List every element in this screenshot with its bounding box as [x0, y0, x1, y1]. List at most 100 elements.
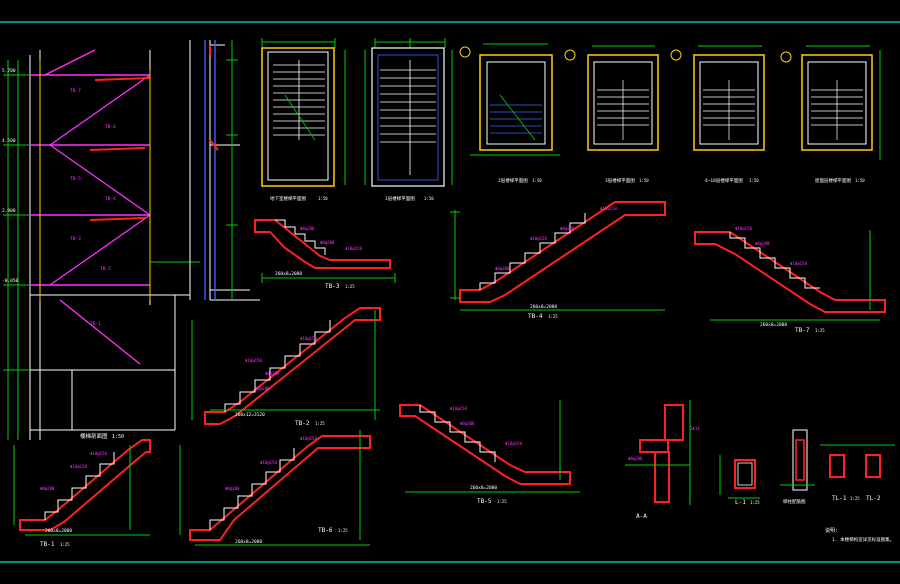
tz-label: 梯柱配筋图: [783, 498, 806, 505]
svg-text:Φ10@150: Φ10@150: [600, 206, 617, 211]
stair-plan-4: 3层楼梯平面图 1:50: [564, 45, 659, 184]
tb6-scale: 1:25: [338, 528, 348, 533]
stair-plan-5: 4~18层楼梯平面图 1:50: [670, 45, 765, 184]
svg-text:TB-5: TB-5: [70, 176, 81, 182]
svg-text:Φ8@200: Φ8@200: [265, 371, 280, 376]
svg-text:Φ8@200: Φ8@200: [628, 456, 643, 461]
svg-text:Φ8@200: Φ8@200: [300, 226, 315, 231]
svg-text:TB-1: TB-1: [90, 321, 101, 327]
svg-text:Φ8@200: Φ8@200: [755, 241, 770, 246]
detail-aa: Φ8@200 2Φ14 A-A: [625, 400, 700, 520]
tb3-dim: 260x8=2080: [275, 271, 302, 277]
l1-scale: 1:25: [750, 500, 760, 505]
svg-text:Φ8@200: Φ8@200: [225, 486, 240, 491]
plan5-scale: 1:50: [749, 178, 759, 183]
svg-text:Φ10@150: Φ10@150: [245, 358, 262, 363]
tb6-label: TB-6: [318, 527, 333, 534]
svg-text:Φ8@200: Φ8@200: [255, 386, 270, 391]
svg-text:Φ10@150: Φ10@150: [505, 441, 522, 446]
tb5-dim: 260x8=2080: [470, 485, 497, 491]
stair-plan-1: 地下室楼梯平面图 1:50: [261, 38, 346, 202]
tb1-label: TB-1: [40, 541, 55, 548]
svg-text:Φ10@150: Φ10@150: [260, 460, 277, 465]
tb4-dim: 260x8=2080: [530, 304, 557, 310]
detail-l1: L-1 1:25: [719, 455, 760, 506]
tb2-dim: 260x12=3120: [235, 412, 265, 418]
tb4-label: TB-4: [528, 313, 543, 320]
tb7-label: TB-7: [795, 327, 810, 334]
svg-text:Φ10@150: Φ10@150: [790, 261, 807, 266]
svg-text:Φ10@150: Φ10@150: [300, 436, 317, 441]
tb6-dim: 260x8=2080: [235, 539, 262, 545]
svg-text:Φ10@150: Φ10@150: [450, 406, 467, 411]
plan1-title: 地下室楼梯平面图: [270, 195, 306, 202]
svg-text:Φ8@200: Φ8@200: [320, 240, 335, 245]
svg-text:Φ8@200: Φ8@200: [460, 421, 475, 426]
plan5-title: 4~18层楼梯平面图: [705, 177, 743, 184]
drawing-frame: [0, 21, 900, 563]
plan6-scale: 1:50: [855, 178, 865, 183]
plan6-title: 屋面层楼梯平面图: [815, 177, 851, 184]
tb2-label: TB-2: [295, 420, 310, 427]
svg-text:Φ10@150: Φ10@150: [345, 246, 362, 251]
section-scale: 1:50: [112, 434, 124, 440]
notes-line1: 1. 本楼梯构造详见标准图集。: [832, 536, 894, 543]
svg-text:5.700: 5.700: [2, 68, 16, 74]
section-title: 楼梯剖面图: [80, 432, 108, 440]
tb1-scale: 1:25: [60, 542, 70, 547]
tb4-scale: 1:25: [548, 314, 558, 319]
stair-plan-6: 屋面层楼梯平面图 1:50: [780, 45, 881, 184]
plan4-title: 3层楼梯平面图: [605, 177, 635, 184]
svg-text:2Φ14: 2Φ14: [690, 426, 700, 431]
plan4-scale: 1:50: [639, 178, 649, 183]
notes-heading: 说明:: [825, 527, 838, 534]
plan2-scale: 1:50: [424, 196, 434, 201]
svg-text:TB-7: TB-7: [70, 88, 81, 94]
svg-text:4.500: 4.500: [2, 138, 16, 144]
tb2-scale: 1:25: [315, 421, 325, 426]
tl1-label: TL-1: [832, 495, 847, 502]
tb3-scale: 1:25: [345, 284, 355, 289]
tb5-label: TB-5: [477, 498, 492, 505]
detail-column: 梯柱配筋图: [780, 429, 815, 505]
tb5-scale: 1:25: [497, 499, 507, 504]
svg-text:Φ8@200: Φ8@200: [40, 486, 55, 491]
l1-label: L-1: [735, 499, 746, 506]
tb3-label: TB-3: [325, 283, 340, 290]
stair-section-view: TB-7TB-6 TB-5TB-4 TB-3TB-2 TB-1 5.700 4.5…: [2, 40, 260, 440]
svg-text:Φ10@150: Φ10@150: [90, 451, 107, 456]
svg-text:Φ8@200: Φ8@200: [560, 226, 575, 231]
tb7-dim: 260x8=2080: [760, 322, 787, 328]
svg-text:2.900: 2.900: [2, 208, 16, 214]
plan3-title: 2层楼梯平面图: [498, 177, 528, 184]
plan3-scale: 1:50: [532, 178, 542, 183]
svg-text:Φ10@150: Φ10@150: [530, 236, 547, 241]
svg-text:Φ10@150: Φ10@150: [300, 336, 317, 341]
svg-text:TB-4: TB-4: [105, 196, 116, 202]
plan1-scale: 1:50: [318, 196, 328, 201]
aa-label: A-A: [636, 513, 647, 520]
stair-plan-3: 2层楼梯平面图 1:50: [459, 43, 560, 184]
svg-text:Φ10@150: Φ10@150: [70, 464, 87, 469]
svg-text:Φ10@150: Φ10@150: [735, 226, 752, 231]
detail-tl: TL-1 1:25 TL-2: [820, 444, 895, 502]
svg-text:Φ8@200: Φ8@200: [495, 266, 510, 271]
svg-text:TB-2: TB-2: [100, 266, 111, 272]
tb1-dim: 260x8=2080: [45, 528, 72, 534]
tl2-label: TL-2: [866, 495, 881, 502]
stair-plan-2: 1层楼梯平面图 1:50: [364, 38, 453, 202]
svg-text:-0.050: -0.050: [2, 278, 19, 284]
svg-text:TB-6: TB-6: [105, 124, 116, 130]
plan2-title: 1层楼梯平面图: [385, 195, 415, 202]
tb7-scale: 1:25: [815, 328, 825, 333]
svg-text:TB-3: TB-3: [70, 236, 81, 242]
tl1-scale: 1:25: [850, 496, 860, 501]
